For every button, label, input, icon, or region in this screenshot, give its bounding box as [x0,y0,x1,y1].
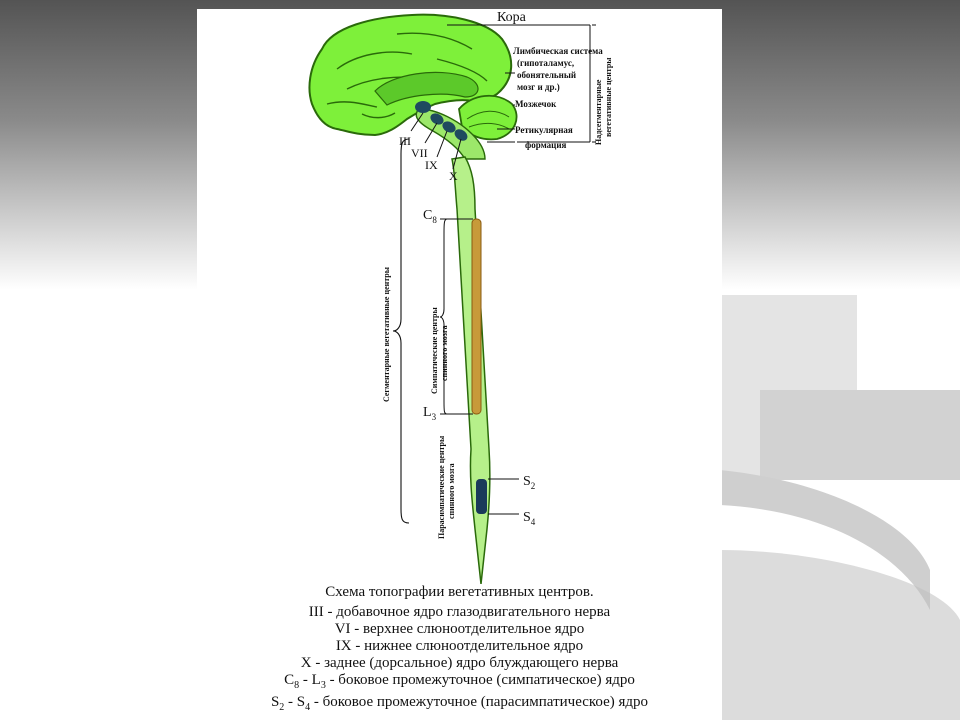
vegetative-centers-diagram: Кора Лимбическая система (гипоталамус, о… [308,10,613,584]
parasympathetic-column [476,479,487,514]
label-parasympathetic-2: спинного мозга [447,463,456,519]
corpus-callosum [374,71,479,106]
background-swoosh [720,295,960,720]
label-suprasegmental-2: вегетативные центры [604,57,613,137]
label-cortex: Кора [497,10,527,25]
sympathetic-bracket [439,218,473,415]
caption-item: IX - нижнее слюноотделительное ядро [335,638,584,654]
label-limbic-1: Лимбическая система [513,46,603,56]
caption-title: Схема топографии вегетативных центров. [325,584,594,600]
label-nerve-ix: IX [425,158,438,172]
caption-item: S2 - S4 - боковое промежуточное (парасим… [270,694,649,713]
label-l3: L3 [423,405,437,422]
label-nerve-iii: III [399,134,411,148]
label-nerve-x: X [449,169,458,183]
caption-item: III - добавочное ядро глазодвигательного… [308,604,611,620]
label-sympathetic-1: Симпатические центры [430,306,439,394]
label-suprasegmental-1: Надсегментарные [594,79,603,145]
segmental-bracket [392,138,410,524]
label-limbic-4: мозг и др.) [517,82,560,92]
slide-image: Кора Лимбическая система (гипоталамус, о… [197,9,722,720]
brain [308,13,518,160]
cranial-nerve-lines [410,112,462,170]
brainstem-nuclei [415,101,468,141]
spinal-cord [410,112,491,584]
label-s2: S2 [523,474,535,491]
label-reticular-1: Ретикулярная [515,125,573,135]
caption-item: VI - верхнее слюноотделительное ядро [334,621,585,637]
parasympathetic-lines [488,478,519,515]
sympathetic-column [471,218,482,415]
label-limbic-3: обонятельный [517,70,576,80]
caption-item: C8 - L3 - боковое промежуточное (симпати… [284,672,635,691]
suprasegmental-brackets [447,24,596,143]
label-s4: S4 [523,510,536,527]
label-sympathetic-2: спинного мозга [440,325,449,381]
label-reticular-2: формация [525,140,567,150]
label-c8: C8 [423,208,437,225]
label-segmental: Сегментарные вегетативные центры [382,266,391,402]
diagram-caption: Схема топографии вегетативных центров. I… [197,584,722,716]
label-parasympathetic-1: Парасимпатические центры [437,435,446,539]
label-limbic-2: (гипоталамус, [517,58,574,68]
label-nerve-vii: VII [411,146,428,160]
label-cerebellum: Мозжечок [515,99,557,109]
caption-item: X - заднее (дорсальное) ядро блуждающего… [300,655,619,671]
